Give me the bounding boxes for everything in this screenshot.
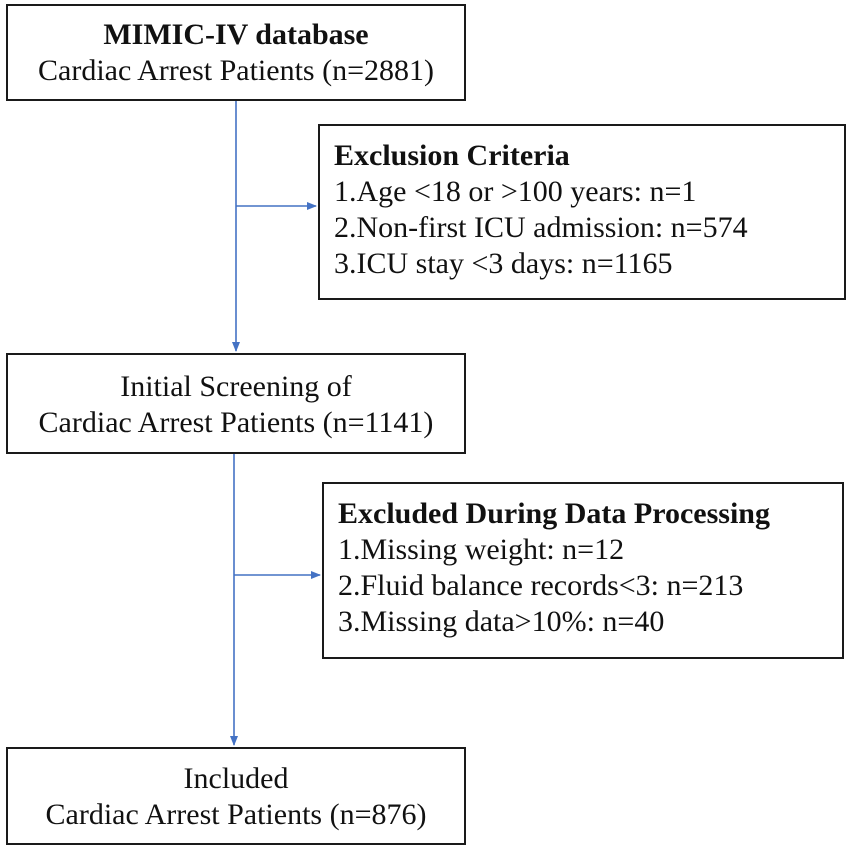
data-processing-item: 3.Missing data>10%: n=40	[338, 605, 665, 638]
data-processing-title: Excluded During Data Processing	[338, 497, 770, 530]
included-label: Included	[183, 762, 289, 795]
initial-screening-box: Initial Screening of Cardiac Arrest Pati…	[6, 353, 466, 454]
data-processing-exclusion-box: Excluded During Data Processing 1.Missin…	[322, 482, 844, 659]
database-title: MIMIC-IV database	[103, 18, 369, 51]
source-database-box: MIMIC-IV database Cardiac Arrest Patient…	[6, 4, 466, 101]
initial-screening-count: Cardiac Arrest Patients (n=1141)	[38, 406, 434, 439]
exclusion-criteria-item: 3.ICU stay <3 days: n=1165	[334, 247, 673, 280]
included-count: Cardiac Arrest Patients (n=876)	[45, 798, 427, 831]
exclusion-criteria-title: Exclusion Criteria	[334, 139, 570, 172]
exclusion-criteria-box: Exclusion Criteria 1.Age <18 or >100 yea…	[318, 124, 846, 300]
exclusion-criteria-item: 1.Age <18 or >100 years: n=1	[334, 175, 697, 208]
exclusion-criteria-item: 2.Non-first ICU admission: n=574	[334, 211, 748, 244]
initial-screening-label: Initial Screening of	[120, 370, 352, 403]
included-patients-box: Included Cardiac Arrest Patients (n=876)	[6, 747, 466, 845]
data-processing-item: 2.Fluid balance records<3: n=213	[338, 569, 744, 602]
data-processing-item: 1.Missing weight: n=12	[338, 533, 625, 566]
database-patient-count: Cardiac Arrest Patients (n=2881)	[38, 54, 434, 87]
